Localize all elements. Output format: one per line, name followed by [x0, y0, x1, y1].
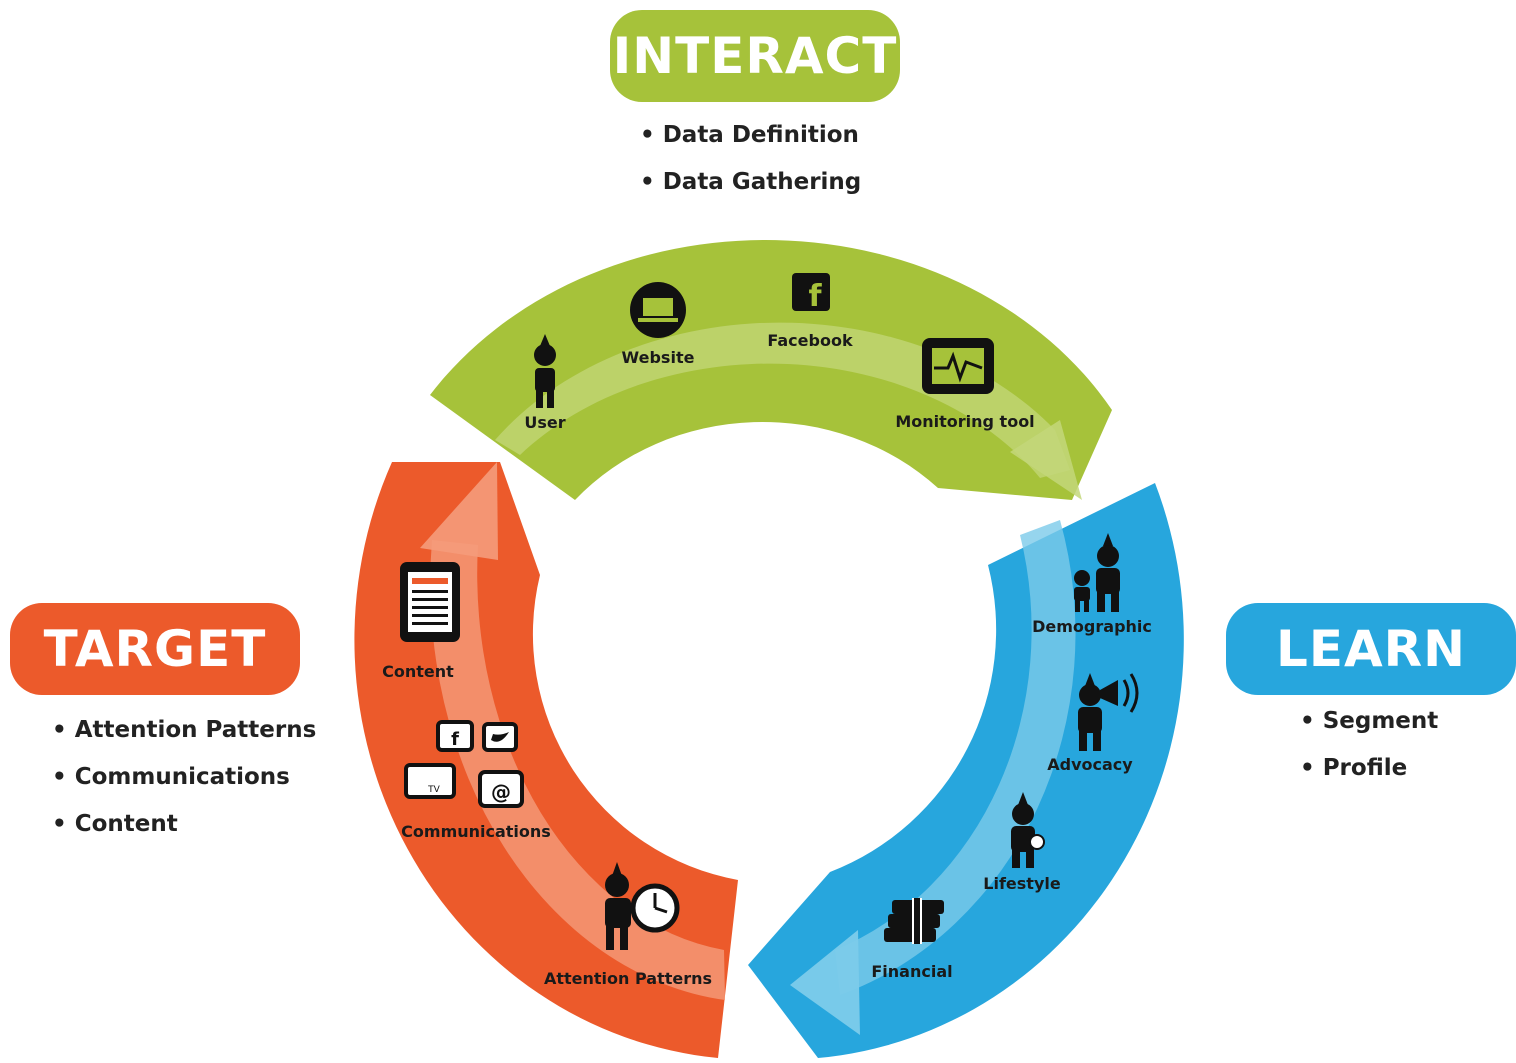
target-item-attention-label: Attention Patterns [544, 969, 712, 988]
tv-icon-label: TV [427, 785, 440, 795]
svg-text:@: @ [491, 780, 511, 804]
learn-bullet: Segment [1300, 698, 1439, 745]
learn-arrow-band [835, 520, 1076, 995]
learn-item-financial-label: Financial [871, 962, 952, 981]
megaphone-person-icon [1078, 673, 1139, 751]
interact-bullet: Data Definition [640, 112, 861, 159]
channels-icon: f TV @ [404, 720, 524, 808]
interact-title: INTERACT [610, 10, 900, 102]
interact-item-user-label: User [524, 413, 565, 432]
target-bullets: Attention Patterns Communications Conten… [52, 707, 317, 848]
target-item-content-label: Content [382, 662, 454, 681]
interact-arc [430, 240, 1112, 501]
learn-bullet: Profile [1300, 745, 1438, 792]
laptop-icon [630, 282, 686, 338]
target-bullet: Attention Patterns [52, 707, 317, 754]
monitor-icon [922, 338, 994, 394]
facebook-icon: f [792, 273, 830, 314]
target-bullet: Content [52, 801, 316, 848]
learn-bullets: Segment Profile [1300, 698, 1439, 792]
interact-item-website-label: Website [622, 348, 695, 367]
target-title: TARGET [10, 603, 300, 695]
target-bullet: Communications [52, 754, 316, 801]
interact-item-facebook-label: Facebook [767, 331, 853, 350]
family-icon [1074, 533, 1120, 612]
interact-bullets: Data Definition Data Gathering [640, 112, 862, 206]
learn-item-lifestyle-label: Lifestyle [983, 874, 1061, 893]
interact-bullet: Data Gathering [640, 159, 862, 206]
interact-item-monitoring-label: Monitoring tool [895, 412, 1034, 431]
learn-title: LEARN [1226, 603, 1516, 695]
svg-text:f: f [808, 279, 822, 314]
person-clock-icon [605, 862, 680, 950]
tablet-icon [400, 562, 460, 642]
target-item-communications-label: Communications [401, 822, 551, 841]
learn-item-demographic-label: Demographic [1032, 617, 1152, 636]
svg-text:f: f [451, 729, 459, 750]
person-ball-icon [1011, 792, 1045, 868]
user-icon [534, 334, 556, 408]
learn-item-advocacy-label: Advocacy [1047, 755, 1133, 774]
money-stack-icon [884, 898, 944, 944]
